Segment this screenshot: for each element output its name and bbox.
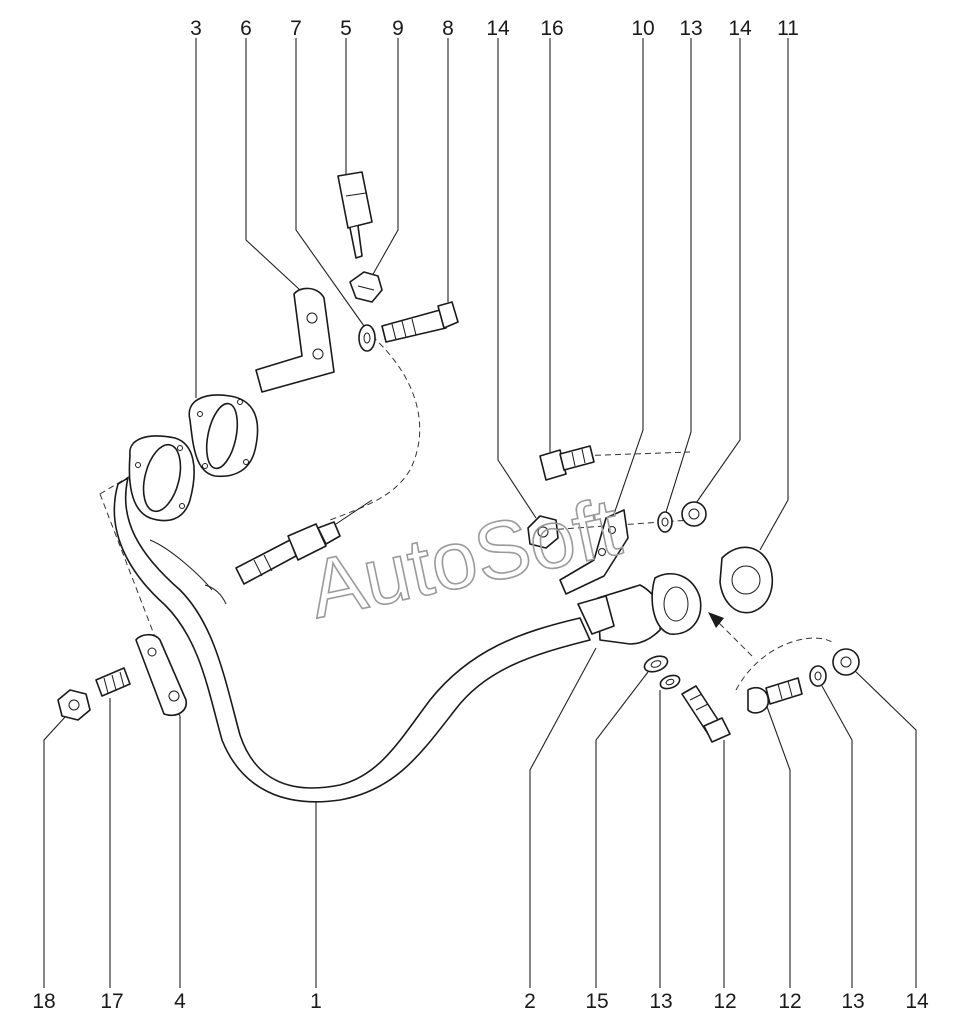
callout-number: 1: [310, 990, 322, 1013]
stud: [95, 667, 131, 697]
arrow-head: [708, 612, 724, 628]
mounting-plate: [135, 633, 187, 716]
callout-number: 14: [486, 17, 510, 40]
long-bolt: [381, 301, 459, 343]
vertical-bolt: [681, 685, 731, 743]
downpipe: [113, 435, 702, 803]
callout-number: 15: [585, 990, 608, 1013]
callout-number: 10: [631, 17, 654, 40]
leader-lines: [43, 38, 917, 988]
nut: [57, 689, 91, 721]
flange-bolt: [539, 445, 595, 481]
callout-number: 2: [524, 990, 536, 1013]
small-washer: [809, 665, 827, 687]
callout-number: 13: [679, 17, 702, 40]
callout-number: 6: [240, 17, 252, 40]
callout-number: 14: [905, 990, 929, 1013]
flange-gasket: [719, 546, 774, 614]
callouts-bottom: 18 17 4 1 2 15 13 12 12 13 14: [32, 990, 929, 1013]
support-bracket: [559, 509, 629, 595]
mounting-bracket: [255, 287, 335, 393]
callout-number: 16: [540, 17, 563, 40]
callout-number: 17: [100, 990, 123, 1013]
callout-number: 13: [841, 990, 864, 1013]
callout-number: 18: [32, 990, 55, 1013]
sensor-connector: [337, 171, 373, 259]
horizontal-bolt: [747, 677, 803, 714]
exhaust-gasket: [188, 394, 259, 478]
wire-clip: [349, 271, 383, 303]
callout-number: 4: [174, 990, 186, 1013]
lower-washers: [643, 655, 681, 690]
callout-number: 9: [392, 17, 404, 40]
callout-number: 13: [649, 990, 672, 1013]
nut: [527, 515, 559, 549]
watermark-text: AutoSoft: [301, 481, 628, 635]
oxygen-sensor: [235, 499, 373, 585]
callout-number: 14: [728, 17, 752, 40]
callout-number: 8: [442, 17, 454, 40]
washer: [358, 324, 376, 352]
nut: [681, 501, 707, 527]
callouts-top: 3 6 7 5 9 8 14 16 10 13 14 11: [190, 17, 799, 40]
callout-number: 3: [190, 17, 202, 40]
callout-number: 5: [340, 17, 352, 40]
callout-number: 11: [777, 17, 799, 40]
callout-number: 12: [778, 990, 801, 1013]
callout-number: 12: [713, 990, 736, 1013]
callout-number: 7: [290, 17, 302, 40]
nut: [832, 648, 860, 676]
small-washer: [657, 511, 673, 533]
